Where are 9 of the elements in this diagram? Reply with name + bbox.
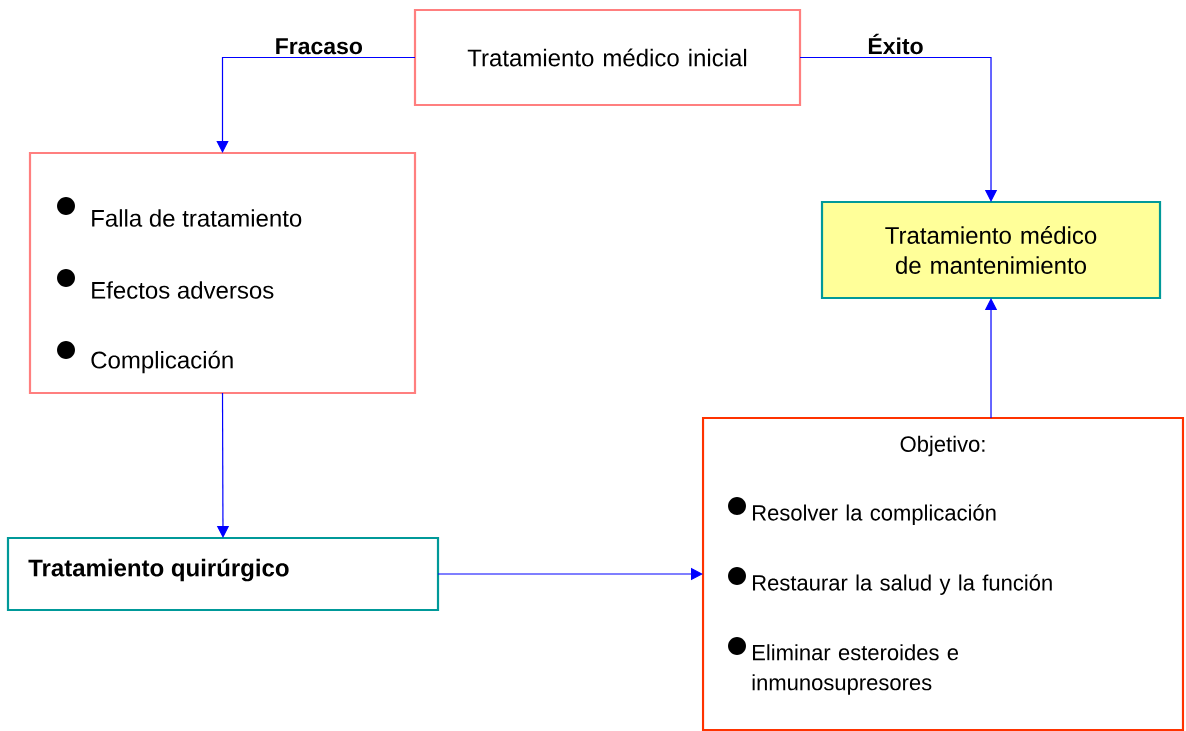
process-box: Tratamiento quirúrgico xyxy=(6,536,440,612)
process-box: Tratamiento médico inicial xyxy=(413,8,802,107)
arrow xyxy=(799,56,998,202)
edge-label: Éxito xyxy=(866,32,925,56)
list-box: Falla de tratamiento Efectos adversos Complicación xyxy=(28,151,417,395)
goal-box: Objetivo: Resolver la complicación Restaurar la salud y la función Eliminar esteroides e inmunosupresores xyxy=(701,416,1185,731)
edge-label: Fracaso xyxy=(273,37,364,56)
process-box: Tratamiento médico de mantenimiento xyxy=(820,200,1162,300)
arrow xyxy=(216,56,416,153)
